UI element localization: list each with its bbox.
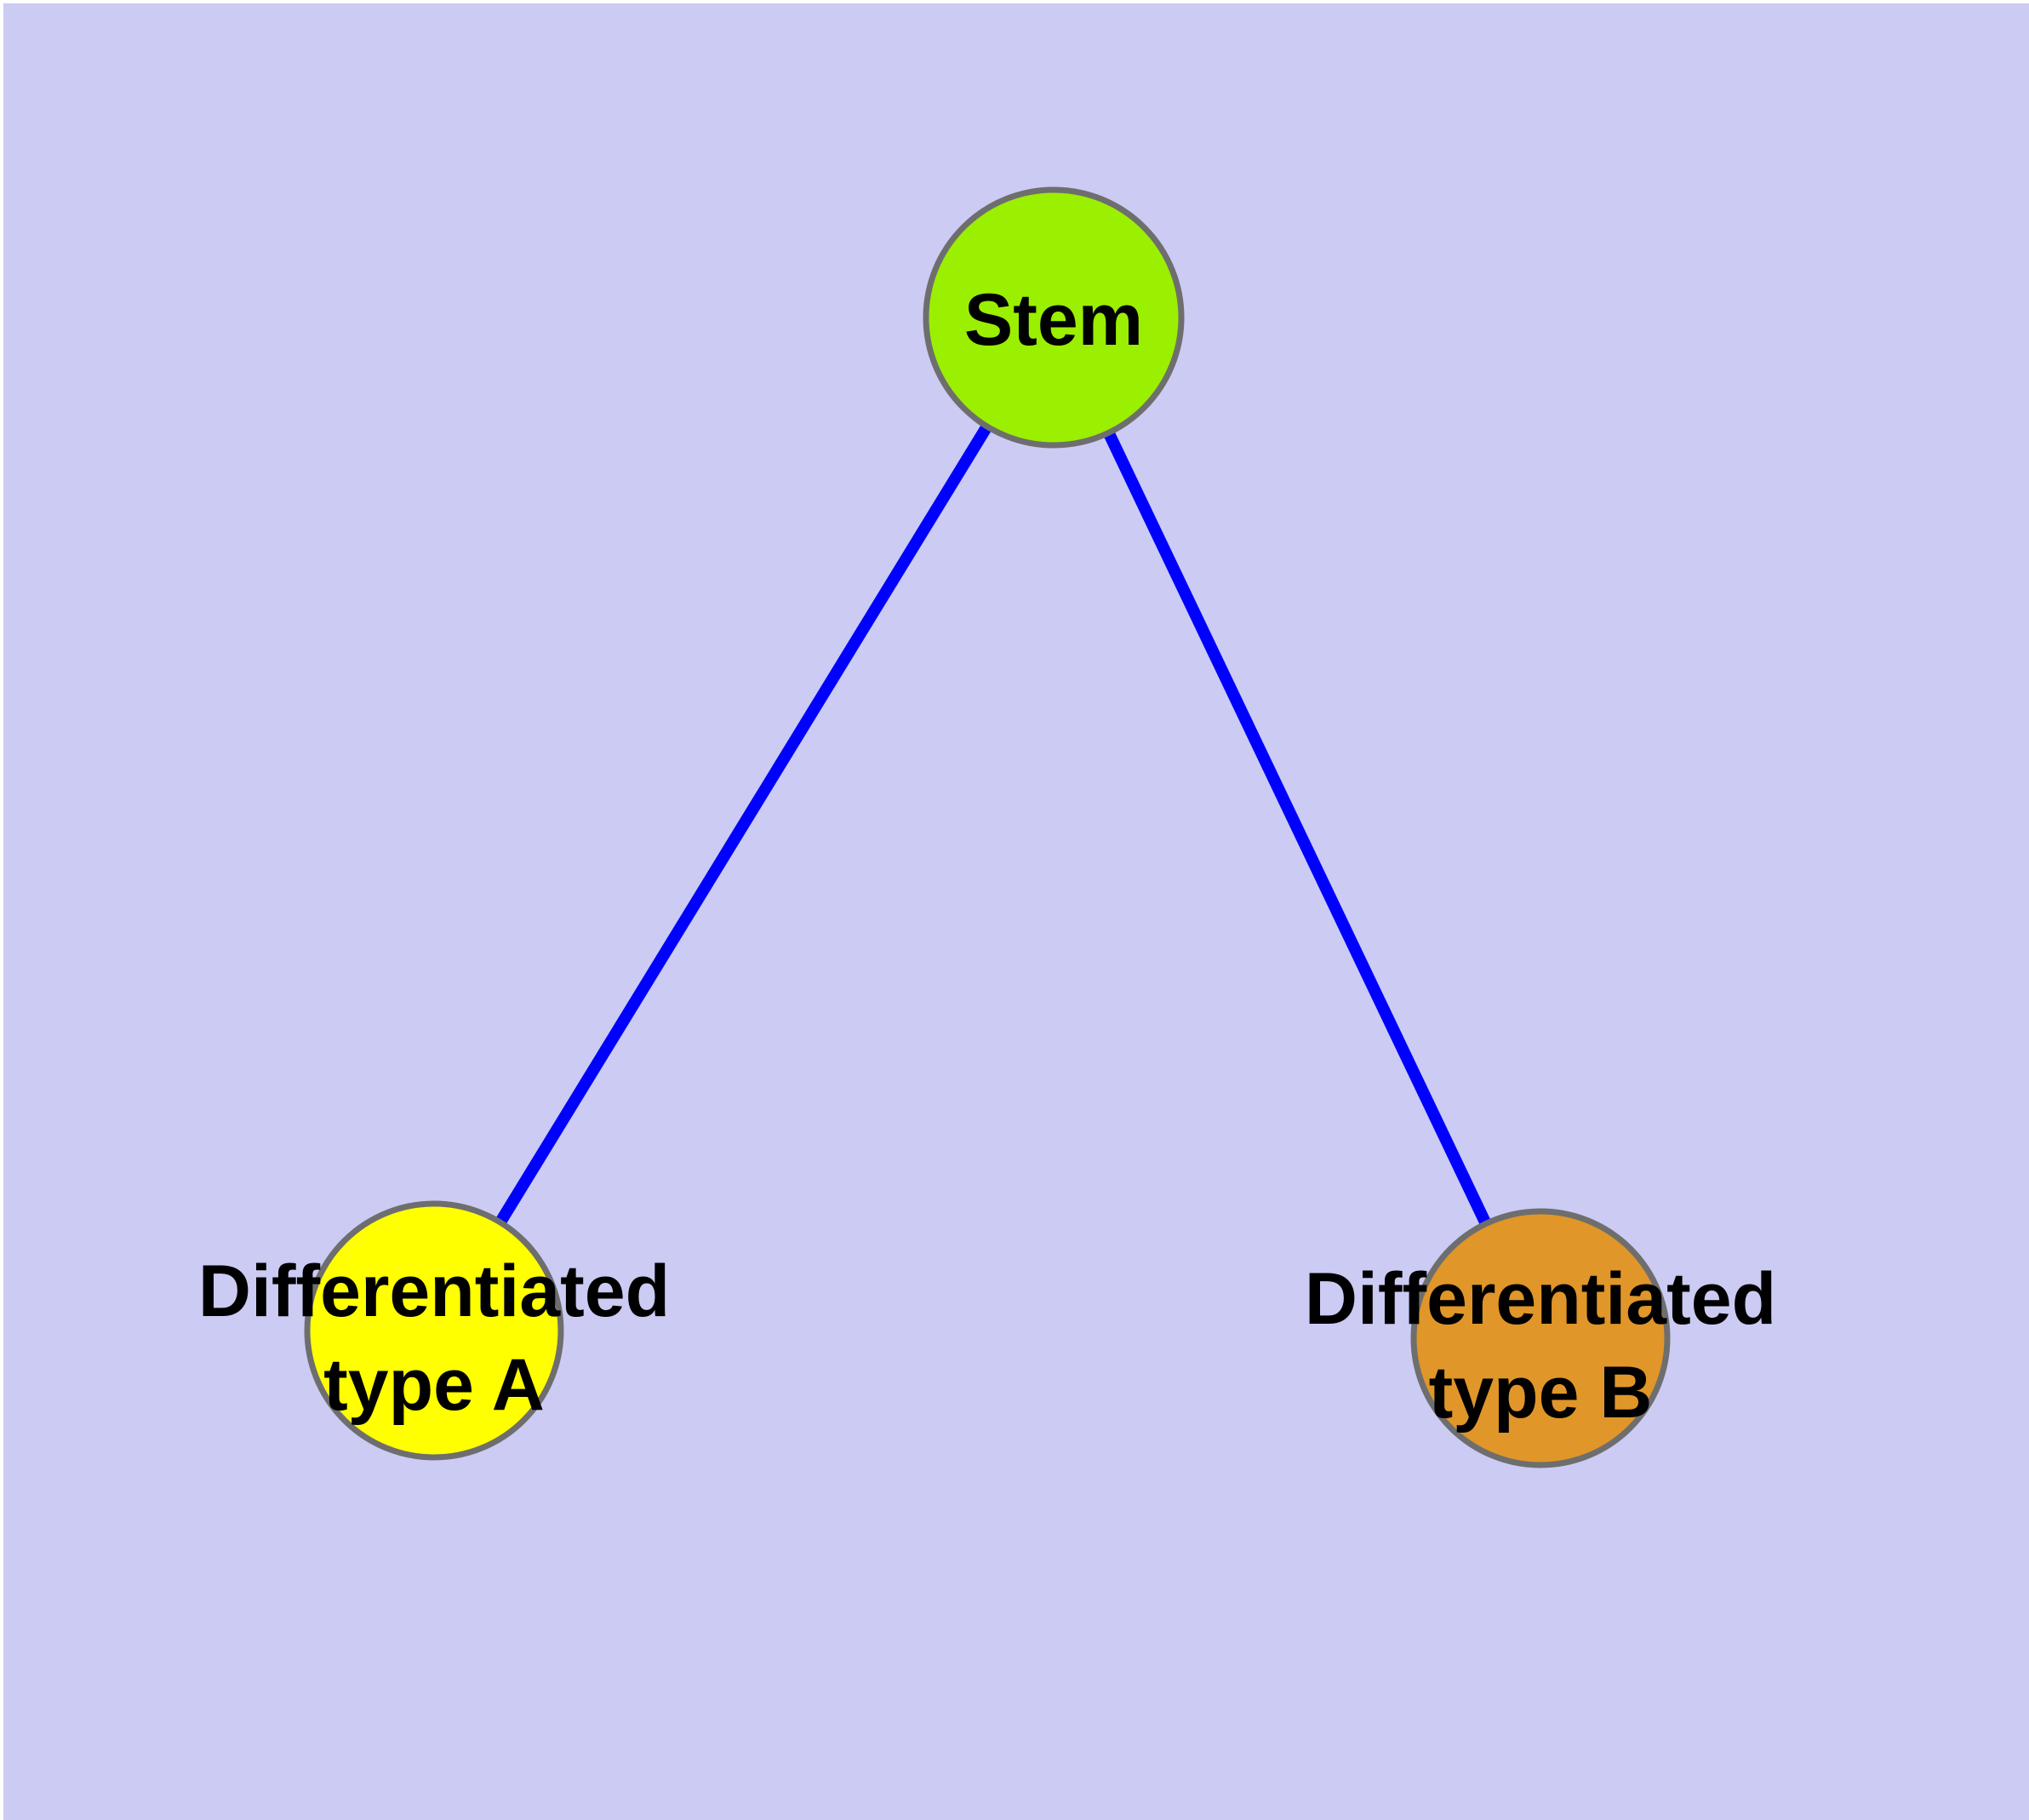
node-differentiated-type-a — [304, 1200, 564, 1461]
node-label-differentiated-type-b-line1: Differentiated — [1305, 1258, 1776, 1340]
node-label-differentiated-type-a-line2: type A — [323, 1344, 545, 1426]
edges-layer — [429, 314, 1546, 1342]
node-label-differentiated-type-a-line1: Differentiated — [198, 1251, 670, 1332]
node-label-stem-line1: Stem — [964, 279, 1143, 361]
node-stem — [923, 186, 1185, 449]
edge-stem-to-differentiated-type-a — [429, 314, 1059, 1334]
nodes-layer — [304, 186, 1671, 1468]
edge-stem-to-differentiated-type-b — [1048, 314, 1546, 1342]
node-differentiated-type-b — [1410, 1208, 1671, 1468]
node-label-differentiated-type-b-line2: type B — [1429, 1352, 1653, 1434]
